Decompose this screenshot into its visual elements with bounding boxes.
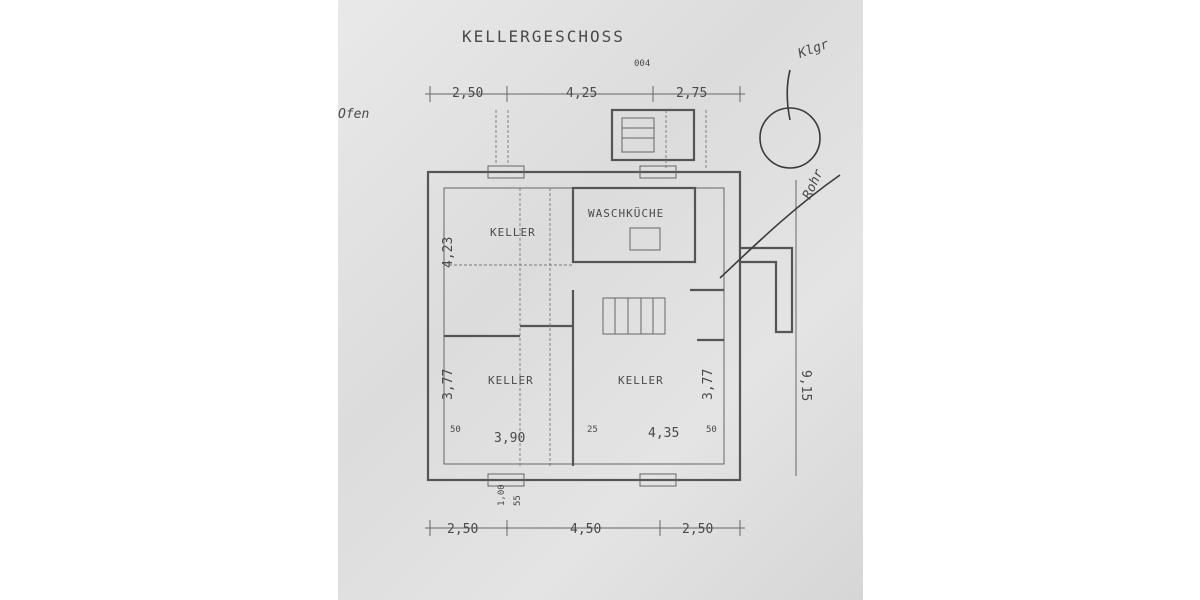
- pen-diagonal-line: [719, 174, 841, 279]
- top-dim-2: 4,25: [566, 86, 597, 101]
- handwritten-note-diag: Rohr: [800, 167, 827, 202]
- room-keller-sw: KELLER: [488, 374, 534, 387]
- bottom-dim-3: 2,50: [682, 522, 713, 537]
- outer-wall: [426, 170, 742, 482]
- dim-wall-b: 25: [587, 425, 598, 435]
- dim-door-b: 55: [513, 495, 523, 506]
- pen-stroke: [786, 69, 791, 121]
- dim-right-lower: 3,77: [701, 369, 716, 400]
- window-top-right: [639, 165, 677, 179]
- inner-wall-line: [443, 187, 725, 465]
- right-outer-dim: 9,15: [798, 370, 813, 401]
- note-top: 004: [634, 59, 650, 69]
- stair: [602, 297, 666, 335]
- bottom-dim-2: 4,50: [570, 522, 601, 537]
- plan-title: KELLERGESCHOSS: [462, 27, 625, 46]
- top-annex: [610, 108, 696, 162]
- side-note: Ofen: [338, 107, 369, 122]
- dim-width-se: 4,35: [648, 426, 679, 441]
- dim-door-a: 1,00: [497, 484, 507, 506]
- room-keller-nw: KELLER: [490, 226, 536, 239]
- dim-width-sw: 3,90: [494, 431, 525, 446]
- dim-wall-a: 50: [450, 425, 461, 435]
- top-annex-inner: [621, 117, 655, 153]
- wash-fixture: [629, 227, 661, 251]
- handwritten-note-right: Klgr: [795, 37, 831, 62]
- window-bottom-left: [487, 473, 525, 487]
- room-waschkueche: WASCHKÜCHE: [588, 207, 664, 220]
- top-dim-3: 2,75: [676, 86, 707, 101]
- bottom-dim-1: 2,50: [447, 522, 478, 537]
- top-dim-1: 2,50: [452, 86, 483, 101]
- window-top-left: [487, 165, 525, 179]
- dim-left-upper: 4,23: [441, 237, 456, 268]
- room-keller-se: KELLER: [618, 374, 664, 387]
- pen-circle: [759, 107, 821, 169]
- waschkueche-walls: [571, 186, 697, 264]
- dim-wall-a-right: 50: [706, 425, 717, 435]
- dim-left-lower: 3,77: [441, 369, 456, 400]
- window-bottom-right: [639, 473, 677, 487]
- right-annex-wall: [740, 246, 794, 334]
